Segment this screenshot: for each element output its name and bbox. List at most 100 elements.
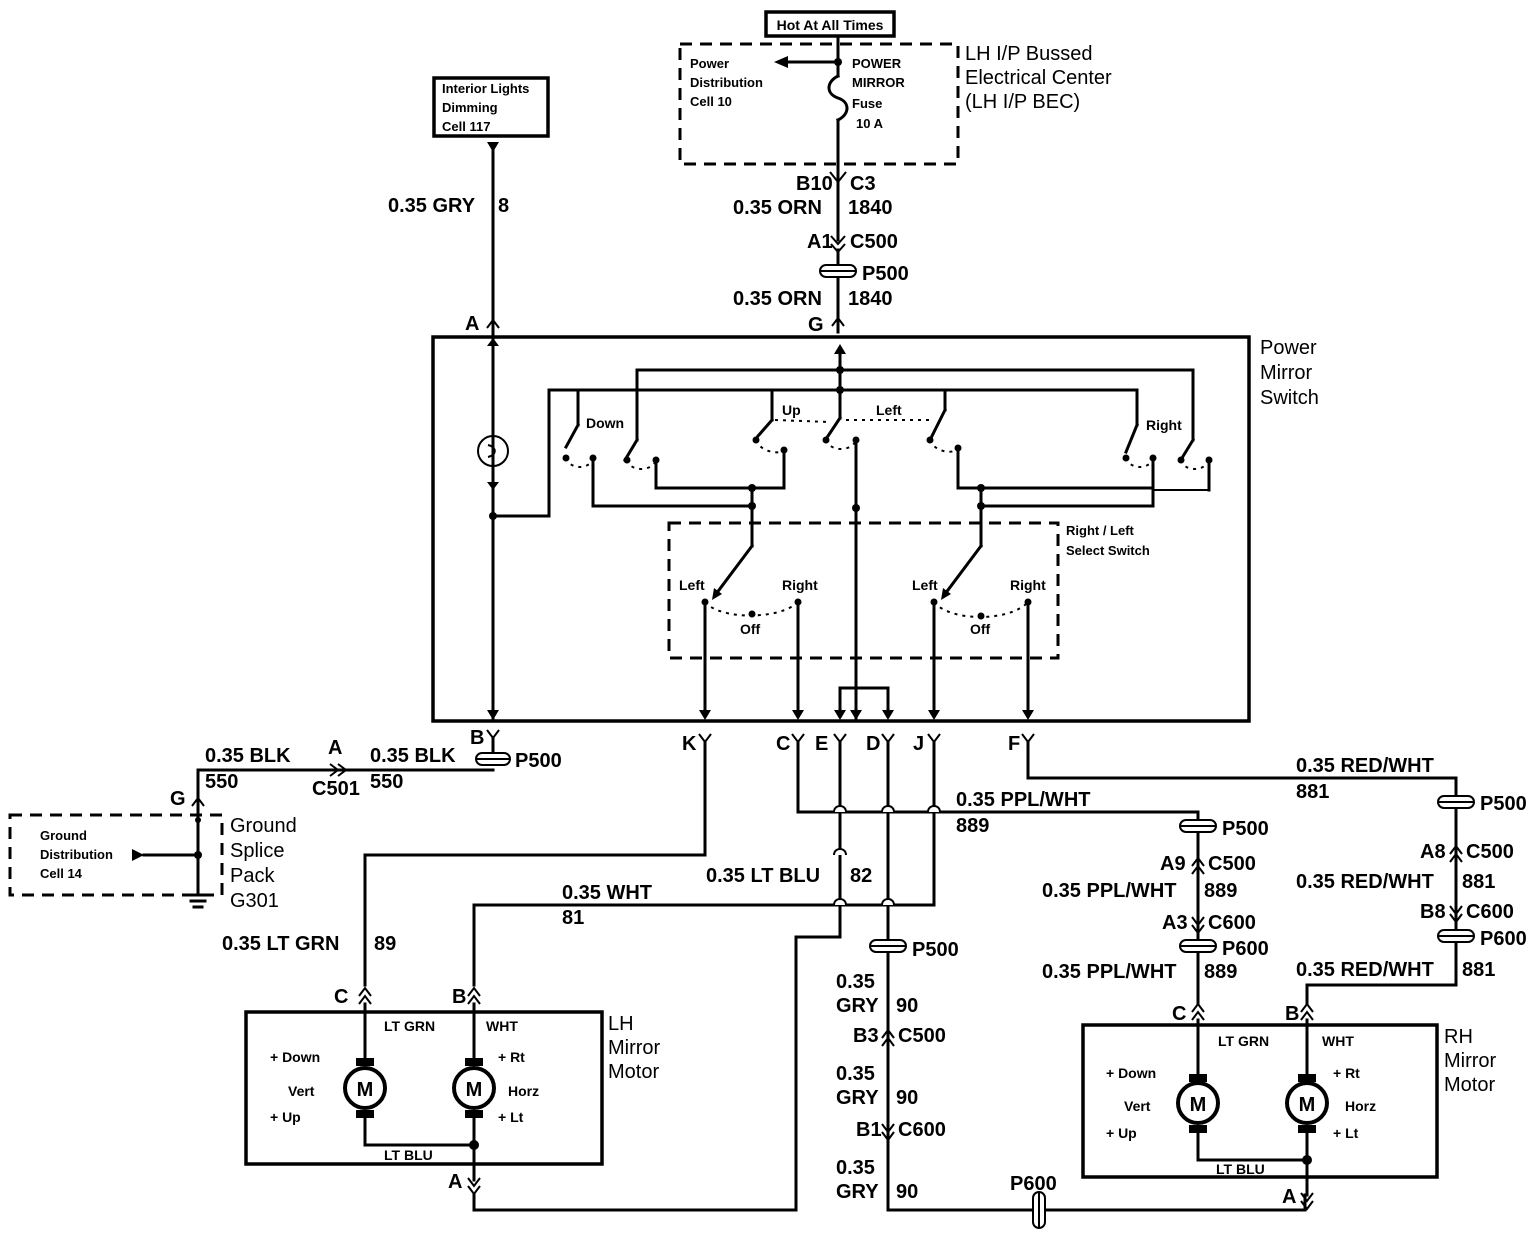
ild-label-3: Cell 117	[442, 119, 490, 134]
rh-horz-motor-icon	[1285, 1081, 1329, 1125]
lhmm-label-1: LH	[608, 1013, 634, 1035]
arrow-left-icon	[774, 56, 788, 68]
rls-label-1: Right / Left	[1066, 523, 1135, 538]
rh-down-label: + Down	[1106, 1065, 1156, 1081]
ppl-wire-label-2: 0.35 PPL/WHT	[1042, 880, 1176, 902]
gsp-label-4: G301	[230, 890, 279, 912]
ground-icon	[186, 893, 210, 909]
rhmm-label-1: RH	[1444, 1026, 1473, 1048]
select-left-label-2: Left	[912, 577, 938, 593]
rh-pin-c-label: C	[1172, 1003, 1186, 1025]
pin-c-label: C	[776, 733, 790, 755]
ltgrn-wire-label: 0.35 LT GRN	[222, 933, 339, 955]
blk-wire-num-2: 550	[370, 771, 403, 793]
gry-c-num: 90	[896, 1181, 918, 1203]
blk-wire-label-1: 0.35 BLK	[205, 745, 291, 767]
pms-label-1: Power	[1260, 337, 1317, 359]
lh-ltblu-label: LT BLU	[384, 1147, 433, 1163]
rls-label-2: Select Switch	[1066, 543, 1150, 558]
a-c501-label: A	[328, 737, 342, 759]
b8-label: B8	[1420, 901, 1446, 923]
pin-j-label: J	[913, 733, 924, 755]
rhmm-label-2: Mirror	[1444, 1050, 1497, 1072]
a3-label: A3	[1162, 912, 1188, 934]
rh-pin-b-label: B	[1285, 1003, 1299, 1025]
gsp-label-2: Splice	[230, 840, 284, 862]
lh-up-label: + Up	[270, 1109, 301, 1125]
rh-ltgrn-label: LT GRN	[1218, 1033, 1269, 1049]
gry-a-num: 90	[896, 995, 918, 1017]
ppl-wire-label-3: 0.35 PPL/WHT	[1042, 961, 1176, 983]
fuse-label-1: POWER	[852, 56, 902, 71]
ltblu-wire-num: 82	[850, 865, 872, 887]
wht-wire-label: 0.35 WHT	[562, 882, 652, 904]
pin-g-label: G	[808, 314, 824, 336]
red-wire-label-3: 0.35 RED/WHT	[1296, 959, 1434, 981]
b1-label: B1	[856, 1119, 882, 1141]
gry-b-num: 90	[896, 1087, 918, 1109]
gsp-label-3: Pack	[230, 865, 275, 887]
gry-wire-label: 0.35 GRY	[388, 195, 476, 217]
rh-vert-label: Vert	[1124, 1098, 1151, 1114]
interior-lights-dimming-box: Interior Lights Dimming Cell 117	[432, 76, 550, 138]
pin-a-label: A	[465, 313, 479, 335]
p500-red-splice-icon	[1437, 795, 1475, 809]
gry-c2-label: GRY	[836, 1181, 879, 1203]
p600-ppl-splice-icon	[1179, 939, 1217, 953]
left-switch-label: Left	[876, 402, 902, 418]
gry-b-label: 0.35	[836, 1063, 875, 1085]
lh-bec-label-1: LH I/P Bussed	[965, 43, 1092, 65]
rh-pin-a-label: A	[1282, 1186, 1296, 1208]
rh-up-label: + Up	[1106, 1125, 1137, 1141]
p500-blk-label: P500	[515, 750, 562, 772]
lh-lt-label: + Lt	[498, 1109, 524, 1125]
ppl-wire-num-1: 889	[956, 815, 989, 837]
lh-ip-bec: LH I/P Bussed Electrical Center (LH I/P …	[678, 34, 1112, 242]
lh-wht-label: WHT	[486, 1018, 518, 1034]
red-wire-label-2: 0.35 RED/WHT	[1296, 871, 1434, 893]
p500-blk-splice-icon	[475, 752, 511, 766]
orn-wire-label-2: 0.35 ORN	[733, 288, 822, 310]
lh-bec-label-2: Electrical Center	[965, 67, 1112, 89]
p600-red-splice-icon	[1437, 929, 1475, 943]
p600-gry-splice-icon	[1032, 1191, 1046, 1229]
ild-label-1: Interior Lights	[442, 81, 529, 96]
hot-at-all-times-box: Hot At All Times	[764, 10, 896, 38]
a8-label: A8	[1420, 841, 1446, 863]
p600-gry-label: P600	[1010, 1173, 1057, 1195]
ppl-wire-num-2: 889	[1204, 880, 1237, 902]
lh-pin-a-label: A	[448, 1171, 462, 1193]
p600-ppl-label: P600	[1222, 938, 1269, 960]
p500-ppl-splice-icon	[1179, 819, 1217, 833]
pin-f-label: F	[1008, 733, 1020, 755]
gd-label-2: Distribution	[40, 847, 113, 862]
rhmm-label-3: Motor	[1444, 1074, 1495, 1096]
select-right-label-1: Right	[782, 577, 818, 593]
lh-horz-motor-icon	[452, 1066, 496, 1110]
p500-gry-splice-icon	[869, 939, 907, 953]
lh-pin-c-label: C	[334, 986, 348, 1008]
c600-red-label: C600	[1466, 901, 1514, 923]
lh-pin-b-label: B	[452, 986, 466, 1008]
lh-ltgrn-label: LT GRN	[384, 1018, 435, 1034]
ltblu-wire-label: 0.35 LT BLU	[706, 865, 820, 887]
blk-wire-label-2: 0.35 BLK	[370, 745, 456, 767]
orn-wire-label-1: 0.35 ORN	[733, 197, 822, 219]
rh-wht-label: WHT	[1322, 1033, 1354, 1049]
lh-down-label: + Down	[270, 1049, 320, 1065]
rh-horz-motor-m: M	[1299, 1094, 1316, 1116]
right-switch-label: Right	[1146, 417, 1182, 433]
gry-a-label: 0.35	[836, 971, 875, 993]
orn-wire-num-2: 1840	[848, 288, 893, 310]
power-mirror-switch: Power Mirror Switch Down	[431, 335, 1319, 723]
gry-b2-label: GRY	[836, 1087, 879, 1109]
c3-label: C3	[850, 173, 876, 195]
blk-wire-num-1: 550	[205, 771, 238, 793]
rh-lt-label: + Lt	[1333, 1125, 1359, 1141]
lh-horz-motor-m: M	[466, 1079, 483, 1101]
illumination-lamp-icon	[477, 435, 509, 467]
b3-label: B3	[853, 1025, 879, 1047]
select-left-label-1: Left	[679, 577, 705, 593]
gry-wire-num: 8	[498, 195, 509, 217]
